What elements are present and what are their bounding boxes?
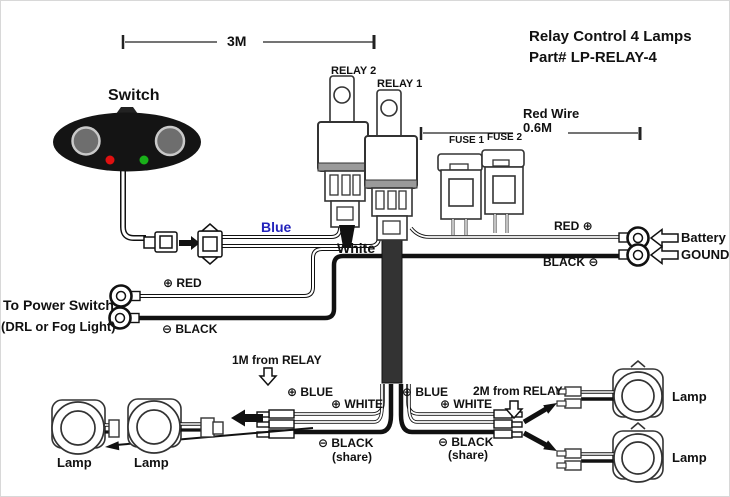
battery-black-label: BLACK ⊖ (543, 255, 599, 269)
red-wire-label: Red Wire (523, 106, 580, 121)
fuse2-graphic (481, 149, 525, 233)
left-lamp-arrow (231, 409, 263, 427)
battery-ring-terminal (618, 226, 650, 250)
fuse1-graphic (437, 153, 483, 235)
lamp-left-2-label: Lamp (134, 455, 169, 470)
dimension-redwire-line (419, 127, 642, 140)
lamp-right-bottom-label: Lamp (672, 450, 707, 465)
lamp-left-1 (51, 399, 120, 455)
right-share-label: (share) (448, 448, 489, 462)
right-bottom-lamp-arrow (522, 430, 557, 451)
relay1-graphic (364, 89, 418, 241)
main-harness (381, 230, 403, 384)
diagram-part-number: Part# LP-RELAY-4 (529, 49, 657, 66)
left-harness-down-arrow (258, 367, 278, 387)
left-ribbon (294, 384, 394, 435)
switch-green-led (139, 155, 149, 165)
ground-black-wire (137, 253, 625, 321)
power-red-ring-terminal (109, 284, 141, 308)
diagram-title: Relay Control 4 Lamps (529, 28, 692, 45)
switch-label: Switch (108, 87, 160, 104)
lamp-left-2 (127, 398, 224, 454)
right-ribbon (398, 384, 498, 435)
right-top-lamp-arrow (522, 403, 557, 425)
switch-red-led (105, 155, 115, 165)
left-harness-length: 1M from RELAY (232, 353, 322, 367)
switch-connector (143, 231, 178, 253)
dimension-3m-line (121, 35, 376, 49)
power-switch-sublabel: (DRL or Fog Light) (1, 319, 116, 334)
battery-label: Battery (681, 230, 726, 245)
battery-red-wire (409, 226, 624, 239)
lamp-right-top-label: Lamp (672, 389, 707, 404)
battery-arrow (649, 227, 679, 249)
right-white-label: ⊕ WHITE (440, 397, 493, 411)
left-blue-label: ⊕ BLUE (287, 385, 334, 399)
power-black-label: ⊖ BLACK (162, 322, 218, 336)
right-harness-down-arrow (504, 400, 524, 420)
relay2-label: RELAY 2 (331, 65, 377, 77)
fuse1-label: FUSE 1 (449, 135, 485, 146)
harness-connector (197, 223, 223, 265)
blue-wire-label: Blue (261, 219, 292, 235)
fuse2-label: FUSE 2 (487, 132, 523, 143)
relay2-graphic (317, 75, 369, 247)
right-black-label: ⊖ BLACK (438, 435, 494, 449)
dimension-3m-label: 3M (227, 33, 247, 49)
ground-arrow (649, 244, 679, 266)
switch-graphic (53, 107, 201, 241)
power-black-ring-terminal (108, 306, 140, 330)
plug-arrow (179, 236, 200, 250)
ground-label: GOUND (681, 247, 730, 262)
lamp-right-top (556, 359, 664, 421)
battery-red-label: RED ⊕ (554, 219, 593, 233)
red-wire-length: 0.6M (523, 120, 552, 135)
left-white-label: ⊕ WHITE (331, 397, 384, 411)
right-blue-label: ⊕ BLUE (402, 385, 449, 399)
lamp-left-1-label: Lamp (57, 455, 92, 470)
left-black-label: ⊖ BLACK (318, 436, 374, 450)
left-share-label: (share) (332, 450, 373, 464)
power-red-wire (138, 247, 341, 298)
power-switch-label: To Power Switch (3, 297, 114, 313)
power-red-label: ⊕ RED (163, 276, 202, 290)
ground-ring-terminal (618, 243, 650, 267)
white-wire-label: White (337, 240, 376, 256)
right-harness-length: 2M from RELAY (473, 384, 563, 398)
relay1-label: RELAY 1 (377, 78, 423, 90)
lamp-right-bottom (556, 421, 664, 483)
